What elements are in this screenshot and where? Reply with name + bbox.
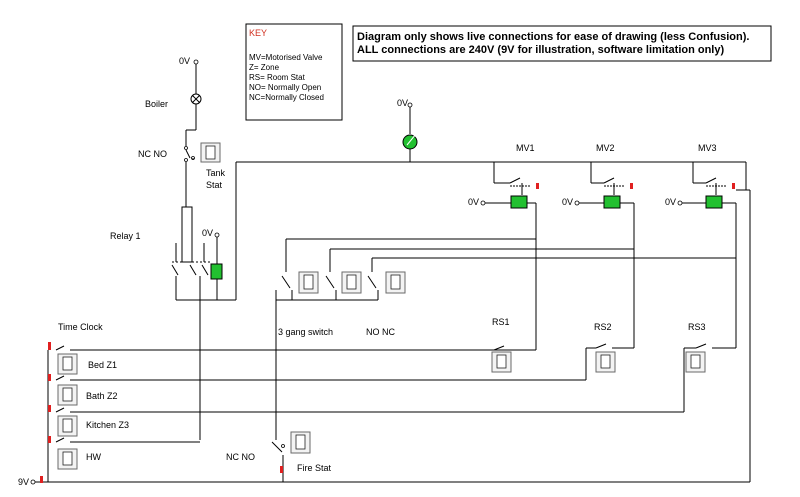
valve-coil-icon [510,195,528,209]
rs3-label: RS3 [688,322,706,332]
toggle-switch-icon[interactable] [290,431,311,454]
valve-coil-icon [603,195,621,209]
kitchen-zone-label: Kitchen Z3 [86,420,129,430]
stat-label: Stat [206,180,223,190]
time-clock-label: Time Clock [58,322,103,332]
fire-stat-label: Fire Stat [297,463,332,473]
toggle-switch-icon[interactable] [57,415,78,437]
mv3: MV3 0V [665,143,736,209]
mv2-label: MV2 [596,143,615,153]
rs1: RS1 [491,258,537,373]
relay-0v-label: 0V [202,228,213,238]
toggle-switch-icon[interactable] [57,353,78,375]
bath-zone-label: Bath Z2 [86,391,118,401]
mv1-label: MV1 [516,143,535,153]
valve-coil-icon [705,195,723,209]
boiler: 0V Boiler [145,56,202,131]
rs3: RS3 [683,258,737,412]
valve-coil-icon [210,263,223,280]
toggle-switch-icon[interactable] [298,271,319,294]
toggle-switch-icon[interactable] [57,384,78,406]
rs2: RS2 [585,258,635,380]
relay-1: Relay 1 0V [110,161,410,440]
toggle-switch-icon[interactable] [595,351,616,373]
toggle-switch-icon[interactable] [491,351,512,373]
note-line-1: Diagram only shows live connections for … [357,31,749,43]
lamp-icon [190,93,202,105]
toggle-switch-icon[interactable] [385,271,406,294]
note-box: Diagram only shows live connections for … [352,25,772,62]
key-line: NC=Normally Closed [249,93,324,102]
mv3-0v-label: 0V [665,197,676,207]
mv3-label: MV3 [698,143,717,153]
gang-switch-label: 3 gang switch [278,327,333,337]
key-line: MV=Motorised Valve [249,53,323,62]
terminal [193,59,199,65]
mv2: MV2 0V [562,143,634,209]
key-line: Z= Zone [249,63,280,72]
toggle-switch-icon[interactable] [341,271,362,294]
toggle-switch-icon[interactable] [685,351,706,373]
time-clock: Time Clock 9V Bed Z1 Bath Z2 [18,322,750,487]
toggle-switch-icon[interactable] [57,448,78,470]
gang-no-nc-label: NO NC [366,327,396,337]
rs2-label: RS2 [594,322,612,332]
green-pump-icon [402,133,418,150]
mv2-0v-label: 0V [562,197,573,207]
tank-stat: NC NO Tank Stat [138,130,226,207]
key-box: KEY MV=Motorised Valve Z= Zone RS= Room … [245,23,343,121]
pump: 0V [397,98,746,163]
bed-zone-label: Bed Z1 [88,360,117,370]
boiler-0v-label: 0V [179,56,190,66]
mv1-0v-label: 0V [468,197,479,207]
key-line: RS= Room Stat [249,73,306,82]
indicator [40,476,43,483]
relay-label: Relay 1 [110,231,141,241]
tank-nc-no-label: NC NO [138,149,167,159]
mv1: MV1 0V [468,143,539,209]
boiler-label: Boiler [145,99,168,109]
key-line: NO= Normally Open [249,83,321,92]
three-gang-switch: 3 gang switch NO NC [275,239,406,440]
pump-0v-label: 0V [397,98,408,108]
supply-9v-label: 9V [18,477,29,487]
note-line-2: ALL connections are 240V (9V for illustr… [357,44,724,56]
rs1-label: RS1 [492,317,510,327]
toggle-switch-icon[interactable] [200,142,221,163]
tank-label: Tank [206,168,226,178]
hw-label: HW [86,452,101,462]
key-title: KEY [249,28,267,38]
fire-nc-no-label: NC NO [226,452,255,462]
fire-stat: NC NO Fire Stat [226,431,332,482]
